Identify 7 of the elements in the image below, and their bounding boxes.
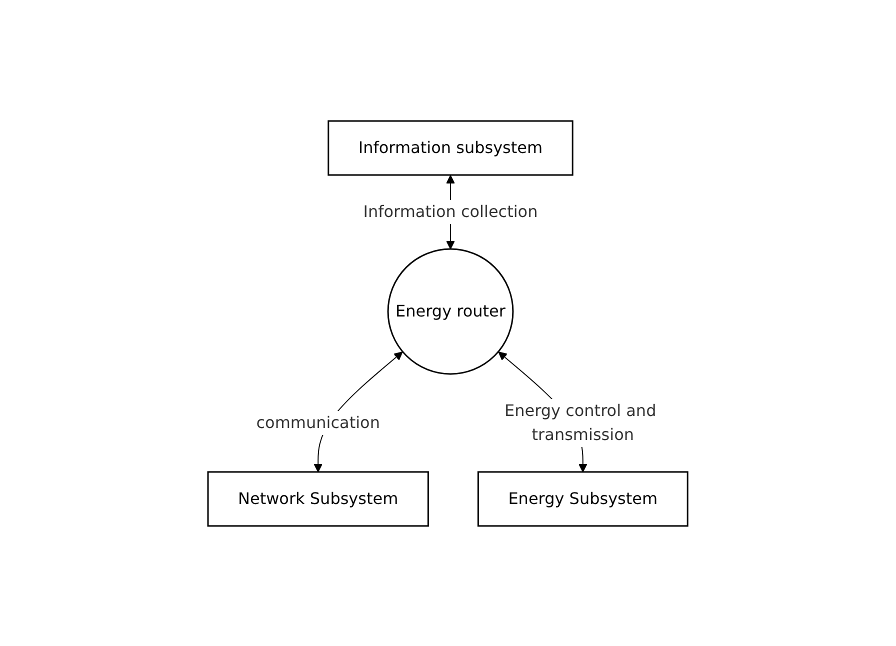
node-circle: Energy router bbox=[387, 248, 514, 374]
node-box: Energy Subsystem bbox=[478, 470, 689, 526]
edge-label: Energy control and transmission bbox=[504, 400, 656, 444]
edge-label: Information collection bbox=[363, 202, 538, 221]
node-box: Information subsystem bbox=[328, 120, 574, 176]
node-box: Network Subsystem bbox=[207, 470, 430, 526]
edge-label: communication bbox=[256, 412, 380, 432]
